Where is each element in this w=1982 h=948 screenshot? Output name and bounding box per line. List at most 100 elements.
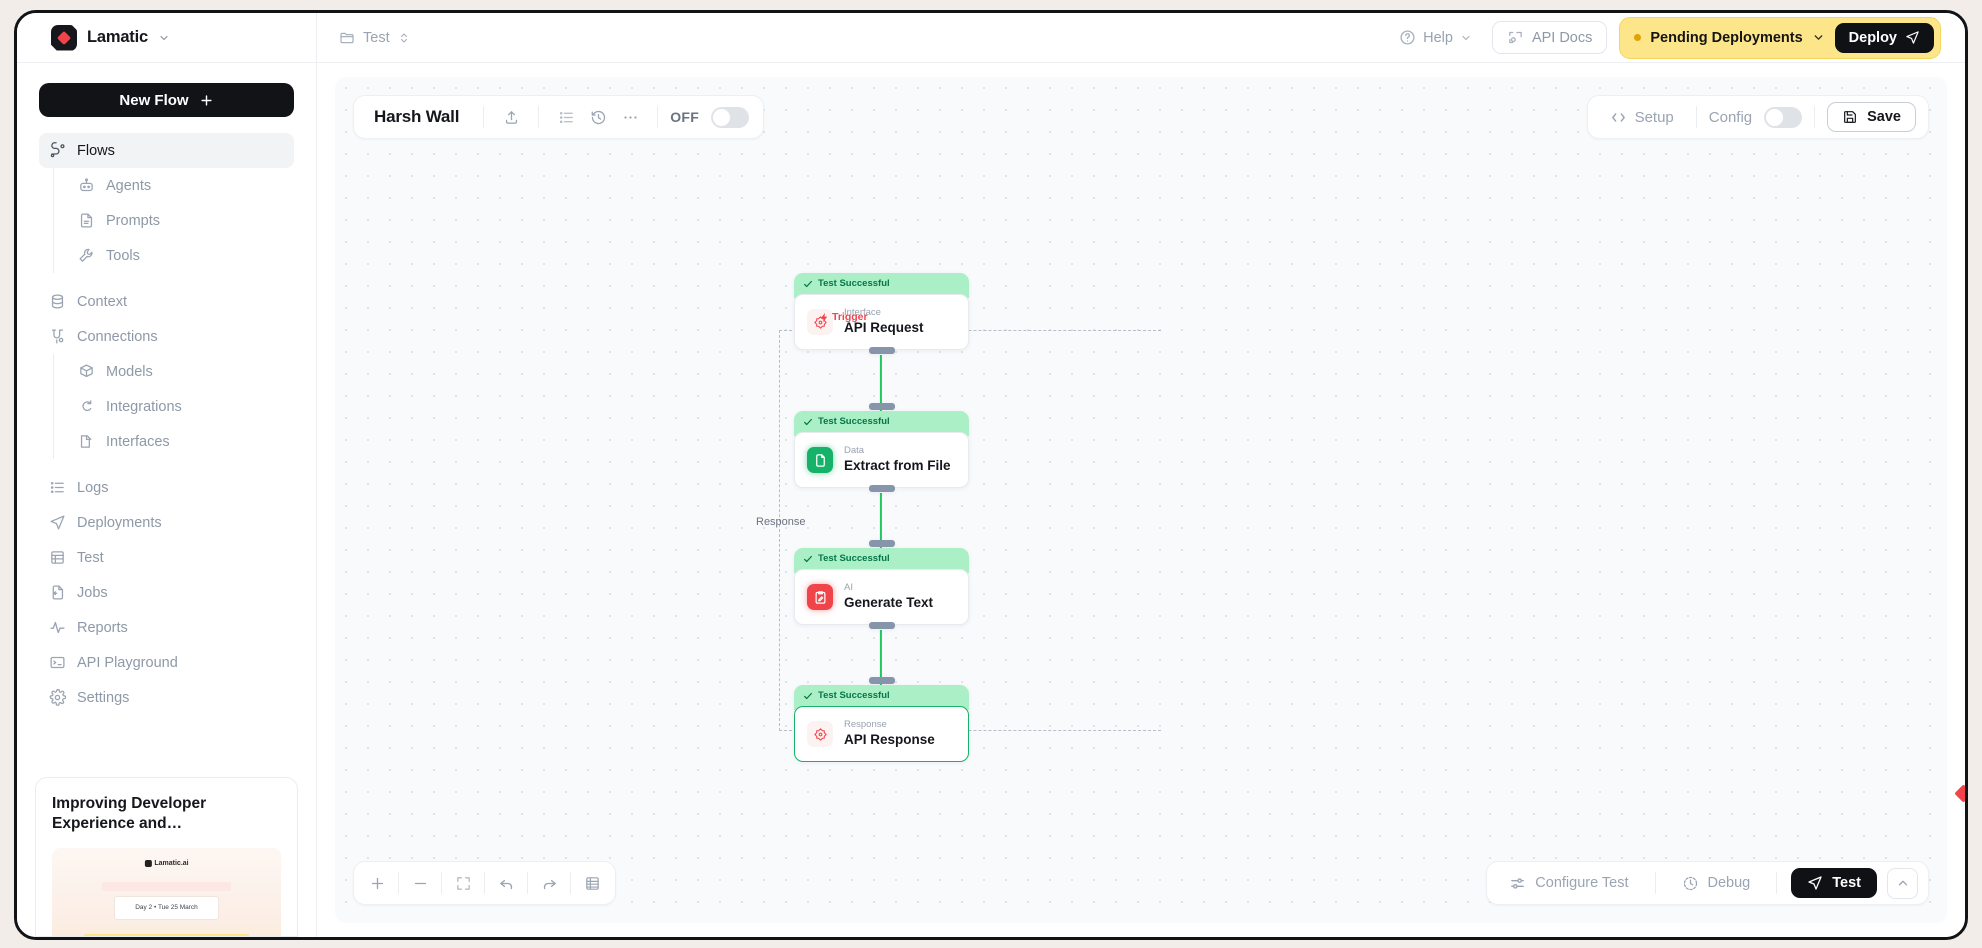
interfaces-icon: [78, 433, 95, 450]
save-button[interactable]: Save: [1827, 102, 1916, 132]
folder-icon: [339, 30, 355, 46]
node-handle-bottom[interactable]: [868, 347, 895, 354]
divider: [538, 106, 540, 128]
node-card[interactable]: Data Extract from File: [794, 432, 969, 488]
gear-icon: [49, 689, 66, 706]
top-bar: Lamatic Test Help: [17, 13, 1965, 63]
node-handle-top[interactable]: [868, 677, 895, 684]
configure-test-button[interactable]: Configure Test: [1497, 875, 1640, 892]
node-handle-top[interactable]: [868, 540, 895, 547]
pending-deployments-label: Pending Deployments: [1650, 29, 1803, 46]
zoom-in-icon[interactable]: [362, 868, 392, 898]
save-disk-icon: [1842, 109, 1858, 125]
more-horizontal-icon[interactable]: [615, 102, 645, 132]
node-label: API Request: [844, 320, 924, 336]
sidebar-item-settings[interactable]: Settings: [39, 680, 294, 715]
deploy-button[interactable]: Deploy: [1834, 22, 1934, 53]
promo-thumb-strip: UNLOCK THE POTENTIAL YOUR OWN INTEGRATE: [84, 933, 249, 936]
chevron-down-icon[interactable]: [158, 32, 170, 44]
test-button[interactable]: Test: [1791, 868, 1877, 898]
sidebar-item-label: Interfaces: [106, 433, 170, 450]
sidebar-item-agents[interactable]: Agents: [68, 168, 294, 203]
divider: [441, 872, 442, 894]
flow-state-toggle[interactable]: [711, 106, 750, 128]
send-icon: [1905, 30, 1920, 45]
setup-label: Setup: [1634, 108, 1674, 126]
flows-icon: [49, 142, 66, 159]
sidebar-item-logs[interactable]: Logs: [39, 470, 294, 505]
redo-icon[interactable]: [534, 868, 564, 898]
node-handle-bottom[interactable]: [868, 485, 895, 492]
flow-canvas[interactable]: Harsh Wall OFF: [335, 77, 1947, 923]
lamatic-logo-icon: [51, 24, 77, 51]
api-docs-button[interactable]: API Docs: [1491, 21, 1608, 54]
node-kind: Response: [844, 719, 887, 731]
sidebar-item-api-playground[interactable]: API Playground: [39, 645, 294, 680]
ai-node-icon: [807, 584, 833, 610]
fit-view-icon[interactable]: [448, 868, 478, 898]
config-toggle[interactable]: [1764, 106, 1803, 128]
top-bar-actions: Help API Docs Pending Deployments: [1391, 16, 1965, 59]
sidebar-item-context[interactable]: Context: [39, 284, 294, 319]
setup-button[interactable]: Setup: [1600, 109, 1684, 126]
sidebar-item-tools[interactable]: Tools: [68, 238, 294, 273]
sidebar-item-label: Jobs: [77, 584, 108, 601]
config-label: Config: [1708, 108, 1753, 126]
sidebar-item-test[interactable]: Test: [39, 540, 294, 575]
node-card[interactable]: AI Generate Text: [794, 569, 969, 625]
node-card[interactable]: Response API Response: [794, 706, 969, 762]
edge-3: [879, 630, 883, 702]
flow-node[interactable]: Test Successful Data Extract from File: [794, 403, 969, 492]
test-icon: [49, 549, 66, 566]
upload-icon[interactable]: [496, 102, 526, 132]
panel-icon[interactable]: [577, 868, 607, 898]
chevron-down-icon: [1812, 31, 1825, 44]
flow-node[interactable]: Test Successful Interface API Request: [794, 269, 969, 354]
trigger-label: Trigger: [819, 311, 868, 323]
zoom-out-icon[interactable]: [405, 868, 435, 898]
node-text: AI Generate Text: [844, 582, 933, 612]
flow-node[interactable]: Test Successful Response API Response: [794, 677, 969, 762]
list-icon[interactable]: [551, 102, 581, 132]
sidebar-item-models[interactable]: Models: [68, 354, 294, 389]
history-icon[interactable]: [583, 102, 613, 132]
brand-switcher[interactable]: Lamatic: [17, 13, 317, 62]
sidebar-item-flows[interactable]: Flows: [39, 133, 294, 168]
sidebar-item-label: Deployments: [77, 514, 162, 531]
sidebar-item-label: Context: [77, 293, 127, 310]
save-label: Save: [1867, 109, 1901, 125]
divider: [1654, 872, 1656, 894]
pending-deployments-button[interactable]: Pending Deployments: [1634, 30, 1824, 46]
sidebar-subnav-flows: Agents Prompts Tools: [53, 168, 294, 273]
sidebar-item-interfaces[interactable]: Interfaces: [68, 424, 294, 459]
debug-clock-icon: [1682, 875, 1699, 892]
terminal-icon: [49, 654, 66, 671]
sidebar-item-connections[interactable]: Connections: [39, 319, 294, 354]
trigger-path-vertical: [779, 330, 780, 731]
node-handle-bottom[interactable]: [868, 622, 895, 629]
integrations-icon: [78, 398, 95, 415]
canvas-zoom-bar: [353, 861, 616, 905]
new-flow-label: New Flow: [119, 91, 189, 109]
node-status-badge: Test Successful: [794, 685, 969, 710]
divider: [1776, 872, 1778, 894]
node-handle-top[interactable]: [868, 403, 895, 410]
flow-node[interactable]: Test Successful AI Generate Text: [794, 540, 969, 629]
sidebar-item-jobs[interactable]: Jobs: [39, 575, 294, 610]
sidebar-item-reports[interactable]: Reports: [39, 610, 294, 645]
new-flow-button[interactable]: New Flow: [39, 83, 294, 117]
sidebar-item-deployments[interactable]: Deployments: [39, 505, 294, 540]
robot-icon: [78, 177, 95, 194]
sidebar-item-integrations[interactable]: Integrations: [68, 389, 294, 424]
sidebar-item-prompts[interactable]: Prompts: [68, 203, 294, 238]
jobs-icon: [49, 584, 66, 601]
promo-card[interactable]: Improving Developer Experience and… Lama…: [35, 777, 298, 937]
canvas-run-bar: Configure Test Debug Test: [1486, 861, 1929, 905]
breadcrumb[interactable]: Test: [317, 30, 410, 46]
undo-icon[interactable]: [491, 868, 521, 898]
expand-panel-button[interactable]: [1887, 867, 1918, 899]
help-button[interactable]: Help: [1391, 23, 1480, 52]
divider: [657, 106, 659, 128]
chevron-up-down-icon[interactable]: [398, 31, 410, 45]
debug-button[interactable]: Debug: [1670, 875, 1763, 892]
